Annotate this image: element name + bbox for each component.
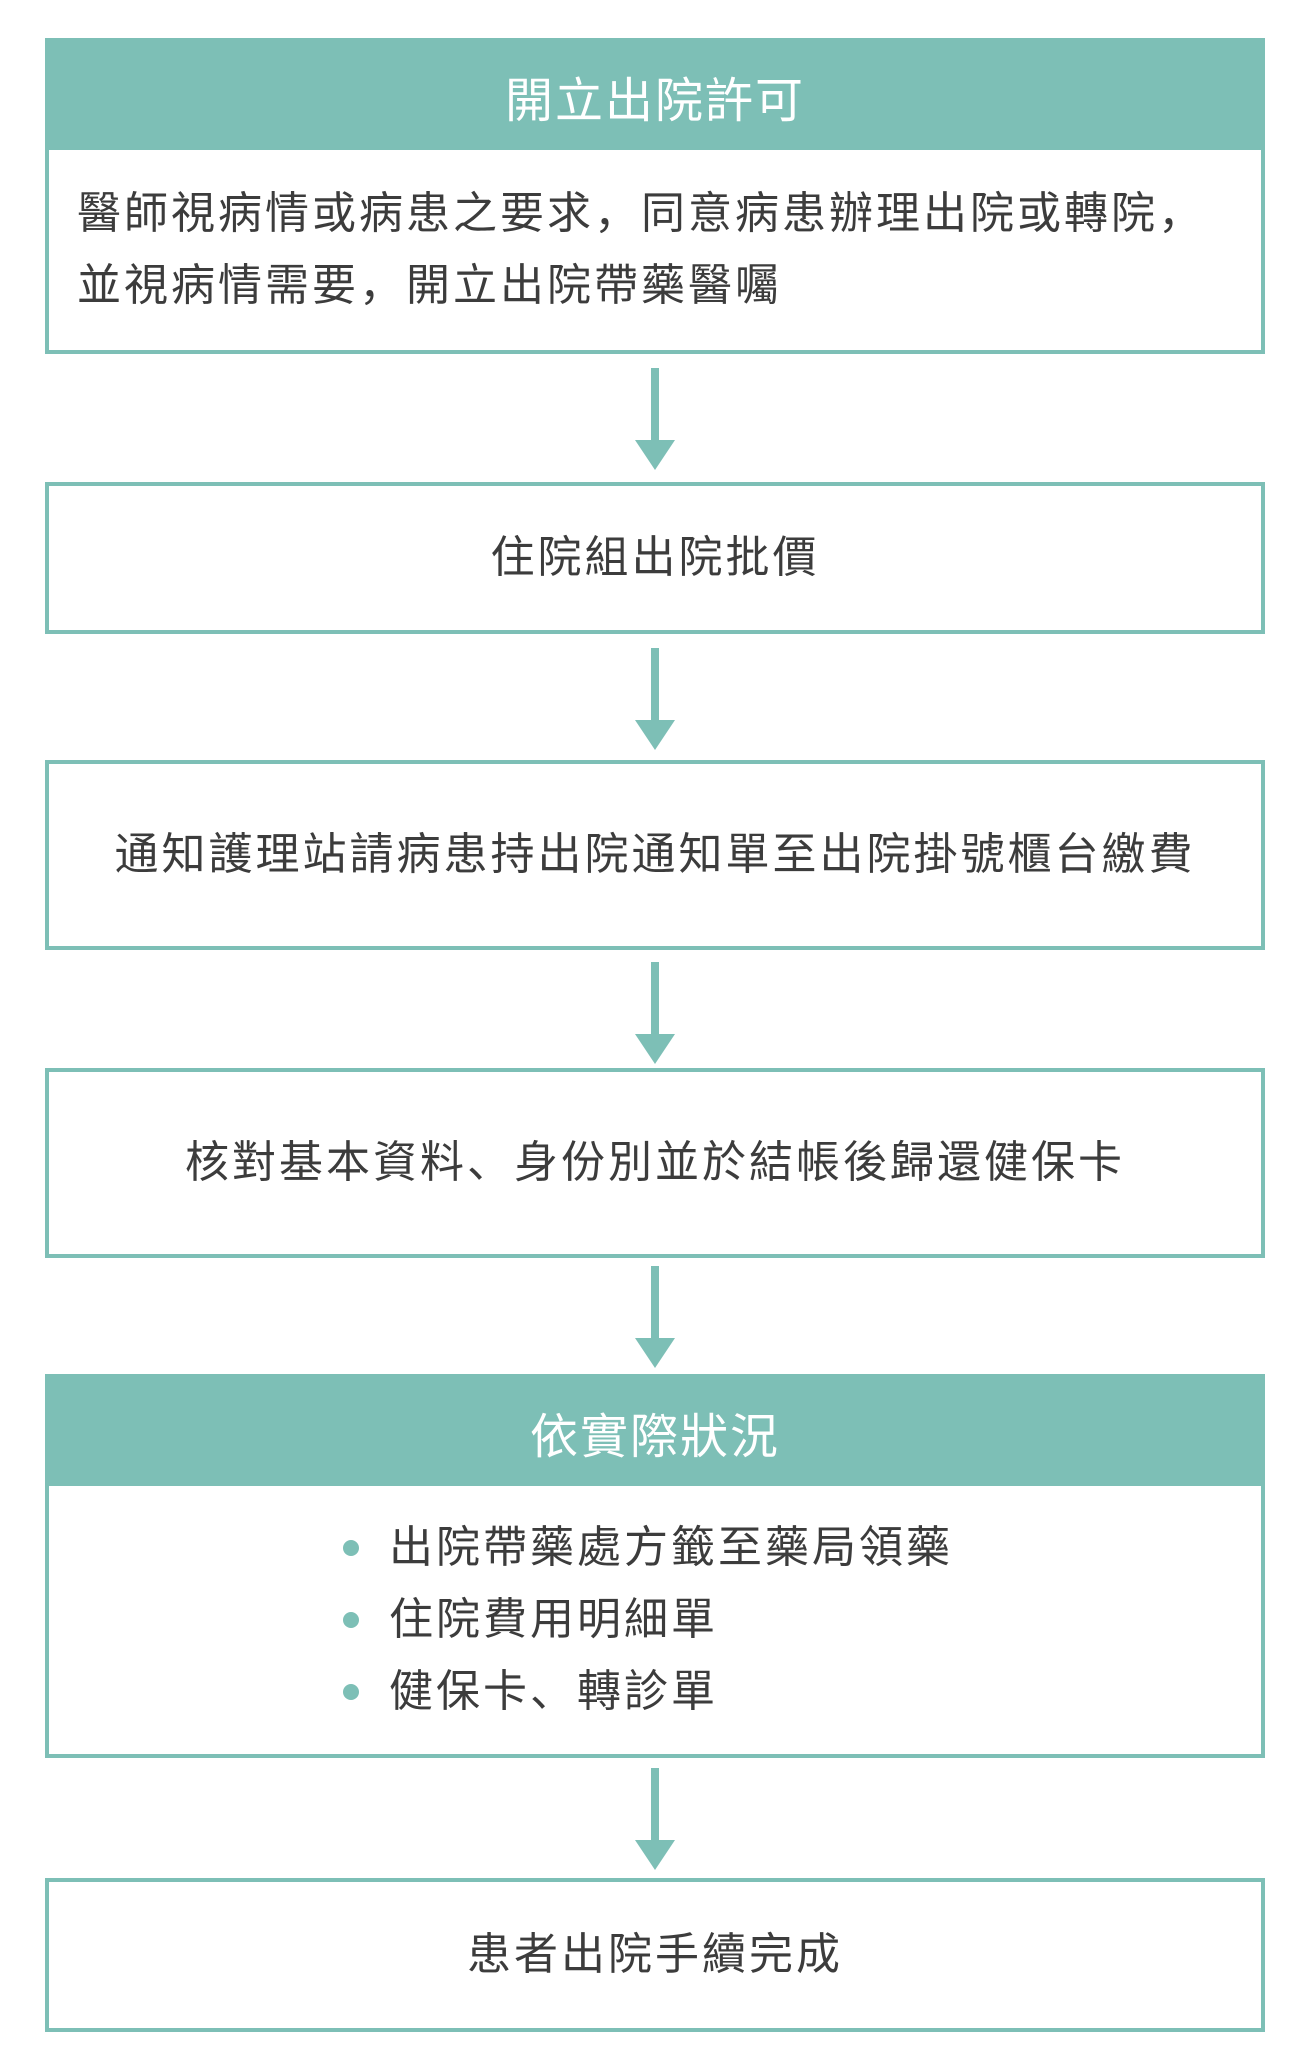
flow-arrow-4 [635,1266,675,1368]
step-billing: 住院組出院批價 [45,482,1265,634]
step-1-header: 開立出院許可 [49,42,1261,150]
step-1-line-1: 醫師視病情或病患之要求，同意病患辦理出院或轉院， [77,188,1205,239]
step-5-body: 出院帶藥處方籤至藥局領藥 住院費用明細單 健保卡、轉診單 [49,1486,1261,1728]
step-discharge-permission: 開立出院許可 醫師視病情或病患之要求，同意病患辦理出院或轉院， 並視病情需要，開… [45,38,1265,354]
flow-arrow-1 [635,368,675,470]
list-item: 健保卡、轉診單 [343,1656,1261,1728]
step-1-line-2: 並視病情需要，開立出院帶藥醫囑 [77,260,782,311]
flow-arrow-3 [635,962,675,1064]
list-item: 住院費用明細單 [343,1584,1261,1656]
bullet-text-1: 出院帶藥處方籤至藥局領藥 [389,1522,953,1573]
bullet-dot-icon [343,1684,359,1700]
flow-arrow-5 [635,1768,675,1870]
bullet-dot-icon [343,1540,359,1556]
step-3-text: 通知護理站請病患持出院通知單至出院掛號櫃台繳費 [114,829,1196,880]
step-1-body: 醫師視病情或病患之要求，同意病患辦理出院或轉院， 並視病情需要，開立出院帶藥醫囑 [49,150,1261,322]
step-6-text: 患者出院手續完成 [467,1929,843,1980]
step-4-text: 核對基本資料、身份別並於結帳後歸還健保卡 [185,1137,1125,1188]
step-2-text: 住院組出院批價 [490,532,820,583]
step-actual-situation: 依實際狀況 出院帶藥處方籤至藥局領藥 住院費用明細單 健保卡、轉診單 [45,1374,1265,1758]
step-verify-data: 核對基本資料、身份別並於結帳後歸還健保卡 [45,1068,1265,1258]
flow-arrow-2 [635,648,675,750]
step-notify-nursing-station: 通知護理站請病患持出院通知單至出院掛號櫃台繳費 [45,760,1265,950]
list-item: 出院帶藥處方籤至藥局領藥 [343,1512,1261,1584]
step-5-bullet-list: 出院帶藥處方籤至藥局領藥 住院費用明細單 健保卡、轉診單 [343,1512,1261,1728]
step-5-header: 依實際狀況 [49,1378,1261,1486]
bullet-text-2: 住院費用明細單 [389,1594,718,1645]
bullet-text-3: 健保卡、轉診單 [389,1666,718,1717]
bullet-dot-icon [343,1612,359,1628]
step-discharge-complete: 患者出院手續完成 [45,1878,1265,2032]
